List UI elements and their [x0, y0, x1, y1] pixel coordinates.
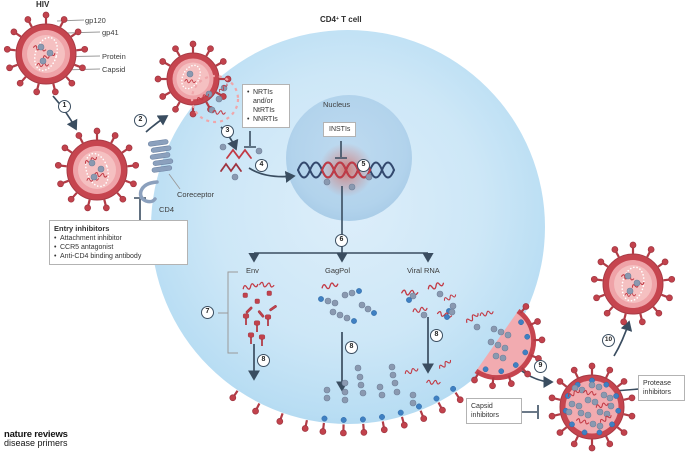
step-badge-4: 4	[255, 159, 268, 172]
mature-virion	[602, 253, 664, 315]
capsid-label: Capsid	[102, 65, 126, 74]
capsid-inhibitors-box: Capsid inhibitors	[466, 398, 522, 424]
rt-inhibitors-item: NNRTIs	[247, 115, 285, 124]
nucleus-label: Nucleus	[323, 100, 351, 109]
cell-title-sup: +	[336, 16, 339, 22]
step-badge-8-rna: 8	[430, 329, 443, 342]
mature-virion-spikes	[590, 241, 676, 326]
coreceptor-icon	[147, 139, 174, 173]
integrase-proteins-icon	[323, 173, 373, 191]
cytoplasm-protein-icon	[449, 302, 457, 310]
viral-rna-proteins-icon	[409, 290, 456, 319]
step-badge-8-gagpol: 8	[345, 341, 358, 354]
step-badge-1: 1	[58, 100, 71, 113]
capsid-outline-icon	[181, 64, 201, 90]
reverse-transcription-complex-icon	[220, 148, 252, 173]
attaching-virion	[66, 139, 128, 201]
rt-inhibitors-box: NRTIs and/or NtRTIs NNRTIs	[242, 84, 290, 128]
capsid-inhibitors-label: Capsid inhibitors	[471, 403, 500, 419]
protease-inhibitors-label: Protease inhibitors	[643, 380, 672, 396]
step-badge-8-env: 8	[257, 354, 270, 367]
gp41-label: gp41	[102, 28, 119, 37]
capsid-outline-icon	[621, 266, 645, 302]
step-badge-9: 9	[534, 360, 547, 373]
rt-enzymes-icon	[219, 143, 268, 181]
gp120-label: gp120	[85, 16, 106, 25]
cd4-label: CD4	[159, 205, 175, 214]
env-products-icon	[242, 280, 277, 347]
hiv-virion	[15, 23, 77, 85]
insti-label: INSTIs	[329, 126, 351, 133]
attaching-virion-spikes	[54, 127, 140, 212]
entry-inhibitors-title: Entry inhibitors	[54, 224, 110, 233]
cell-title-base: CD4	[320, 15, 337, 24]
fusing-virion-spikes	[154, 40, 232, 118]
budding-virion-spikes	[471, 303, 546, 390]
membrane-gag-chains-icon	[323, 363, 417, 407]
cell-title: CD4+ T cell	[320, 15, 362, 24]
budding-virion	[474, 308, 537, 381]
insti-box: INSTIs	[323, 122, 357, 137]
fusing-virion	[166, 52, 220, 106]
budding-virion-gag-ring-icon	[482, 319, 531, 375]
gagpol-chains-icon	[324, 289, 372, 322]
step-badge-10: 10	[602, 334, 615, 347]
entry-inhibitors-item: Anti-CD4 binding antibody	[54, 252, 183, 261]
hiv-label: HIV	[36, 0, 50, 9]
uncoating-capsid-icon	[190, 74, 240, 124]
coreceptor-label: Coreceptor	[177, 190, 215, 199]
step-badge-7: 7	[201, 306, 214, 319]
rt-inhibitors-item: NRTIs and/or NtRTIs	[247, 88, 285, 115]
capsid-outline-icon	[33, 36, 59, 72]
attaching-virion-proteins-icon	[88, 159, 105, 181]
cd4-t-cell-body	[151, 30, 545, 424]
mature-virion-proteins-icon	[624, 272, 641, 295]
capsid-outline-icon	[84, 152, 110, 188]
membrane-env-spikes-left	[229, 390, 309, 432]
budding-virion-gag-icon	[473, 323, 512, 362]
step-badge-6: 6	[335, 234, 348, 247]
hiv-virion-spikes	[3, 11, 89, 96]
journal-logo: nature reviews disease primers	[4, 430, 68, 448]
gagpol-branch-label: GagPol	[325, 266, 351, 275]
step-badge-3: 3	[221, 125, 234, 138]
viral-rna-caps-icon	[406, 297, 450, 320]
protease-inhibitors-box: Protease inhibitors	[638, 375, 685, 401]
step-badge-5: 5	[357, 159, 370, 172]
viral-rna-branch-label: Viral RNA	[407, 266, 440, 275]
journal-sub: disease primers	[4, 438, 68, 448]
journal-brand: nature reviews	[4, 429, 68, 440]
entry-inhibitors-box: Entry inhibitors Attachment inhibitor CC…	[49, 220, 188, 265]
immature-virion-spikes	[548, 362, 636, 452]
gagpol-chain-caps-icon	[318, 288, 377, 324]
protein-label: Protein	[102, 52, 126, 61]
env-branch-label: Env	[246, 266, 259, 275]
cell-title-rest: T cell	[338, 15, 362, 24]
entry-inhibitors-item: CCR5 antagonist	[54, 243, 183, 252]
entry-inhibitors-item: Attachment inhibitor	[54, 234, 183, 243]
step-badge-2: 2	[134, 114, 147, 127]
hiv-virion-proteins-icon	[37, 43, 54, 65]
membrane-env-spikes-right	[319, 385, 464, 437]
translation-bracket	[218, 271, 238, 354]
cd4-receptor-icon	[138, 180, 159, 204]
